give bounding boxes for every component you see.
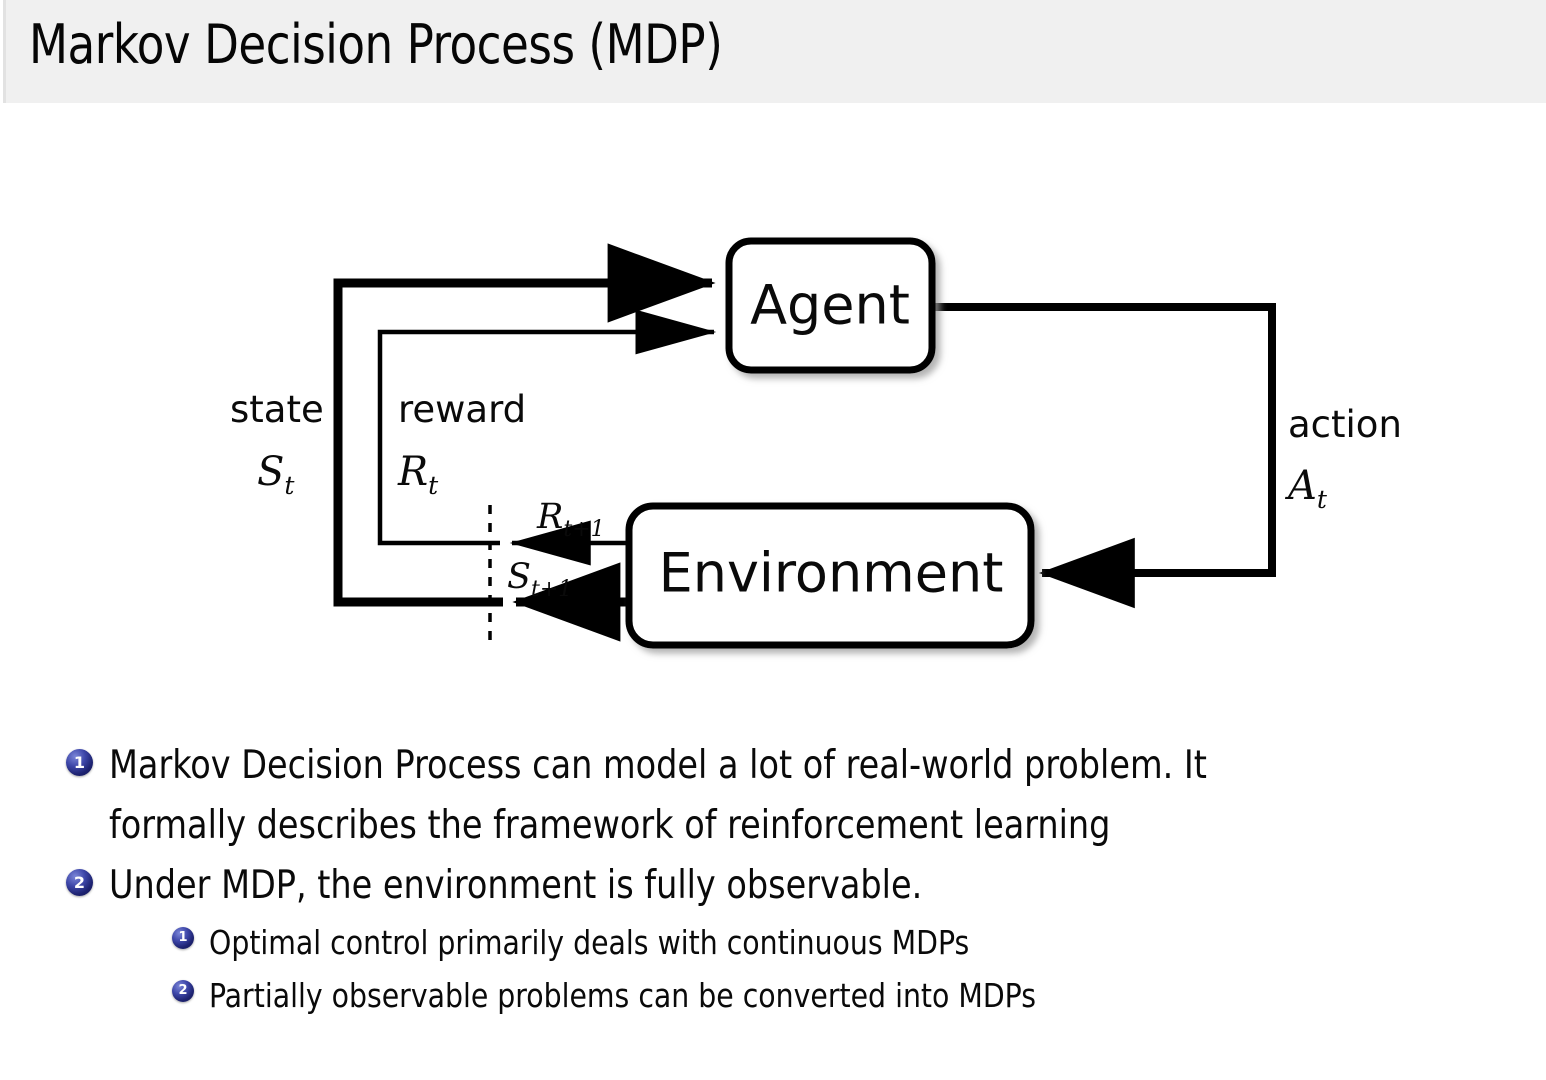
state-feedback-path xyxy=(333,243,716,607)
environment-node: Environment xyxy=(625,502,1035,649)
action-subscript: t xyxy=(1317,485,1328,514)
state-word: state xyxy=(230,388,324,431)
page-title: Markov Decision Process (MDP) xyxy=(29,13,723,76)
list-item: 1 Markov Decision Process can model a lo… xyxy=(0,736,1546,856)
mdp-diagram: Agent Environment state St reward Rt act… xyxy=(0,110,1546,710)
bullet-marker-1: 1 xyxy=(66,749,93,776)
bullet-line: Under MDP, the environment is fully obse… xyxy=(109,863,923,908)
bullet-text: Under MDP, the environment is fully obse… xyxy=(109,856,1436,916)
state-symbol: St xyxy=(257,449,295,500)
agent-node: Agent xyxy=(725,237,936,374)
list-item: 1 Optimal control primarily deals with c… xyxy=(0,916,1546,969)
reward-word: reward xyxy=(398,388,526,431)
next-state-subscript: t+1 xyxy=(531,577,572,602)
list-item: 2 Partially observable problems can be c… xyxy=(0,969,1546,1022)
sub-bullet-text: Optimal control primarily deals with con… xyxy=(209,923,970,962)
reward-symbol: Rt xyxy=(397,449,439,500)
header-left-rule xyxy=(3,0,6,103)
bullet-text: Markov Decision Process can model a lot … xyxy=(109,736,1436,856)
next-reward-label: Rt+1 xyxy=(536,497,605,542)
next-state-label: St+1 xyxy=(507,557,572,602)
bullet-line: formally describes the framework of rein… xyxy=(109,803,1111,848)
next-reward-subscript: t+1 xyxy=(563,517,604,542)
action-label: action At xyxy=(1284,403,1402,514)
sub-bullet-text: Partially observable problems can be con… xyxy=(209,976,1037,1015)
action-symbol: At xyxy=(1284,463,1328,514)
list-item: 2 Under MDP, the environment is fully ob… xyxy=(0,856,1546,916)
state-label: state St xyxy=(230,388,324,500)
reward-subscript: t xyxy=(428,471,439,500)
sub-bullet-marker-1: 1 xyxy=(172,927,194,949)
slide-header: Markov Decision Process (MDP) xyxy=(0,0,1546,103)
reward-feedback-path xyxy=(377,309,717,546)
reward-label: reward Rt xyxy=(397,388,526,500)
bullet-line: Markov Decision Process can model a lot … xyxy=(109,743,1207,788)
environment-label: Environment xyxy=(659,542,1004,605)
sub-bullet-marker-2: 2 xyxy=(172,980,194,1002)
bullet-list: 1 Markov Decision Process can model a lo… xyxy=(0,736,1546,1022)
action-path xyxy=(930,303,1276,609)
bullet-marker-2: 2 xyxy=(66,869,93,896)
state-subscript: t xyxy=(284,471,295,500)
agent-label: Agent xyxy=(750,274,910,337)
action-word: action xyxy=(1288,403,1402,446)
